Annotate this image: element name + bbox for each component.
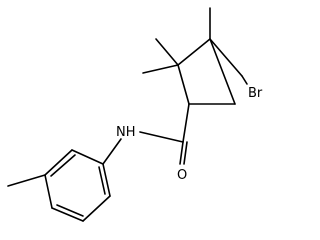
bond-bridgehead-top-to-lower-right <box>209 38 236 105</box>
amide-group <box>102 131 188 165</box>
bond-carbonyl-to-nitrogen <box>139 131 184 143</box>
bond-gem-carbon-to-quaternary <box>177 64 190 105</box>
ring-bond-1 <box>71 149 104 165</box>
bond-bridgehead-top-to-right-carbon <box>209 38 243 77</box>
bicyclic-cage <box>142 7 248 143</box>
bromine-label: Br <box>248 86 263 101</box>
bond-gem-carbon-methyl-up <box>155 38 179 66</box>
bond-right-carbon-to-bromine <box>241 75 248 85</box>
bond-bridgehead-top-to-gem-carbon <box>177 38 211 66</box>
structure-drawing: Br NH O <box>7 7 263 222</box>
ring-bond-4 <box>51 207 84 222</box>
bond-ring-methyl <box>7 174 46 187</box>
carbonyl-oxygen-label: O <box>177 168 187 183</box>
amide-nitrogen-label: NH <box>116 125 136 140</box>
ring-bond-6 <box>102 163 111 197</box>
bond-quaternary-to-carbonyl <box>182 103 190 143</box>
bond-carbonyl-double-inner <box>183 141 188 165</box>
molecule-diagram: Br NH O <box>7 7 263 222</box>
ring-inner-double-1 <box>50 154 76 177</box>
ring-bond-2 <box>44 149 73 176</box>
ring-inner-double-2 <box>56 204 84 217</box>
tolyl-ring <box>7 149 111 222</box>
bond-gem-carbon-methyl-left <box>142 64 179 74</box>
bond-carbonyl-double-outer <box>179 141 184 165</box>
ring-bond-3 <box>44 174 53 209</box>
ring-inner-double-3 <box>98 166 106 195</box>
ring-bond-5 <box>82 195 111 222</box>
bond-nitrogen-to-ring <box>102 138 122 165</box>
